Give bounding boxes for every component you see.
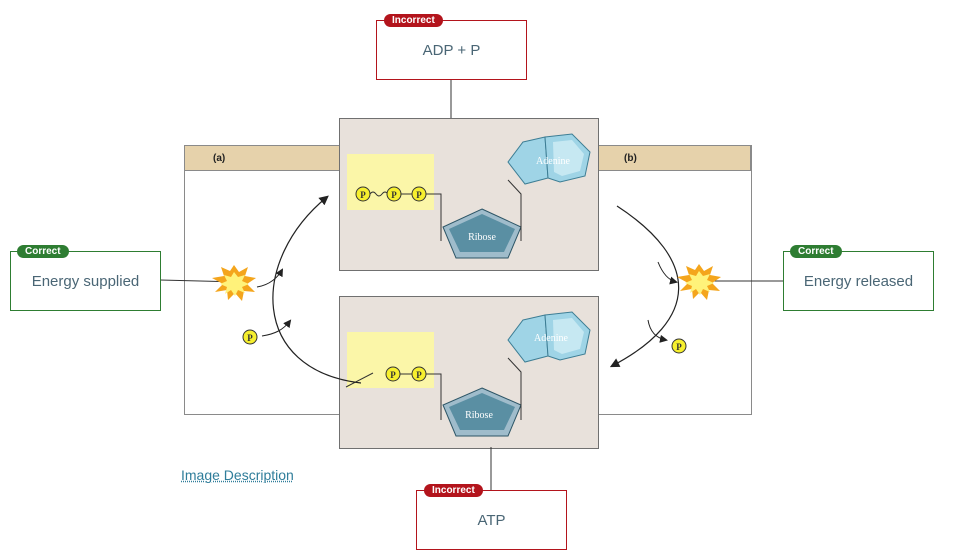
answer-left-value: Energy supplied (31, 272, 140, 290)
arrow-energy-in (256, 268, 283, 288)
svg-text:P: P (391, 190, 397, 200)
panel-b-label: (b) (624, 153, 637, 164)
panel-a-label: (a) (213, 153, 226, 164)
svg-text:P: P (676, 342, 682, 352)
phosphate-top-3: P (411, 186, 427, 202)
phosphate-free-right: P (671, 338, 687, 354)
arrow-phosphate-out (647, 319, 668, 343)
answer-box-left[interactable]: Energy supplied (10, 251, 161, 311)
energy-burst-right (677, 264, 721, 300)
answer-top-value: ADP + P (422, 41, 481, 59)
arrow-hydrolysis (609, 205, 680, 368)
answer-box-top[interactable]: ADP + P (376, 20, 527, 80)
panel-b-header: (b) (597, 145, 751, 171)
phosphate-top-2: P (386, 186, 402, 202)
status-badge-right: Correct (790, 245, 842, 258)
phosphate-top-1: P (355, 186, 371, 202)
image-description-link[interactable]: Image Description (181, 467, 294, 483)
svg-text:P: P (416, 370, 422, 380)
highlight-top (347, 154, 434, 210)
phosphate-free-left: P (242, 329, 258, 345)
adenine-top: Adenine (507, 133, 591, 185)
phosphate-bottom-2: P (411, 366, 427, 382)
panel-a-header: (a) (184, 145, 342, 171)
energy-burst-left (212, 265, 256, 301)
svg-text:P: P (247, 333, 253, 343)
ribose-top: Ribose (442, 208, 522, 259)
answer-bottom-value: ATP (477, 511, 506, 529)
svg-text:P: P (360, 190, 366, 200)
status-badge-bottom: Incorrect (424, 484, 483, 497)
svg-text:P: P (390, 370, 396, 380)
arrow-phosphate-in (261, 319, 292, 337)
svg-text:Adenine: Adenine (536, 156, 570, 167)
svg-text:P: P (416, 190, 422, 200)
status-badge-top: Incorrect (384, 14, 443, 27)
ribose-bottom: Ribose (442, 387, 522, 437)
answer-box-bottom[interactable]: ATP (416, 490, 567, 550)
svg-text:Adenine: Adenine (534, 333, 568, 344)
svg-text:Ribose: Ribose (465, 410, 493, 421)
arrow-synthesis (272, 195, 362, 384)
answer-box-right[interactable]: Energy released (783, 251, 934, 311)
phosphate-bottom-1: P (385, 366, 401, 382)
arrow-energy-out (657, 261, 678, 285)
svg-text:Ribose: Ribose (468, 232, 496, 243)
answer-right-value: Energy released (803, 272, 914, 290)
adenine-bottom: Adenine (507, 311, 591, 363)
status-badge-left: Correct (17, 245, 69, 258)
